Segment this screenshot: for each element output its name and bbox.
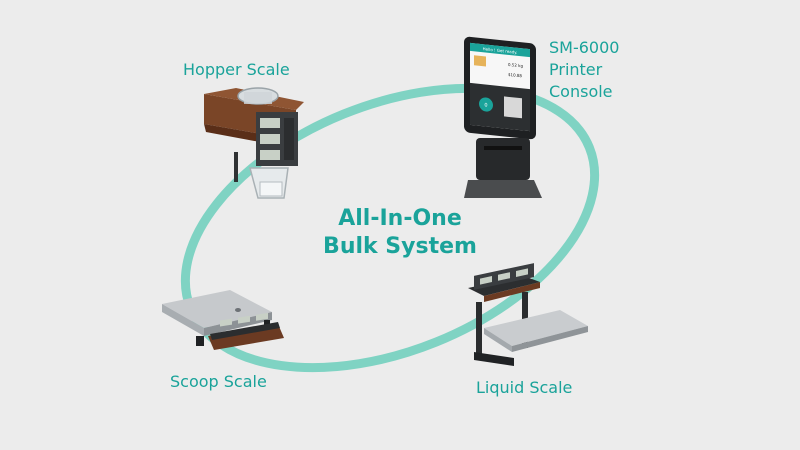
console-label-line2: Printer — [549, 60, 603, 79]
liquid-scale-icon — [468, 263, 588, 366]
liquid-scale-label: Liquid Scale — [476, 378, 573, 397]
printer-console-icon: Hello ! Get ready. 0.52 kg $10.88 0 — [464, 36, 542, 198]
scoop-scale-icon — [162, 290, 284, 350]
hopper-scale-icon — [204, 87, 304, 199]
screen-header: Hello ! Get ready. — [483, 46, 518, 55]
system-title-line1: All-In-One — [338, 206, 462, 231]
hopper-scale-label: Hopper Scale — [183, 60, 290, 79]
screen-price: $10.88 — [508, 72, 522, 79]
scoop-scale-label: Scoop Scale — [170, 372, 267, 391]
console-label-line1: SM-6000 — [549, 38, 620, 57]
screen-button-label: 0 — [484, 102, 487, 108]
screen-weight: 0.52 kg — [508, 62, 523, 69]
system-title-line2: Bulk System — [323, 234, 477, 259]
console-label-line3: Console — [549, 82, 613, 101]
